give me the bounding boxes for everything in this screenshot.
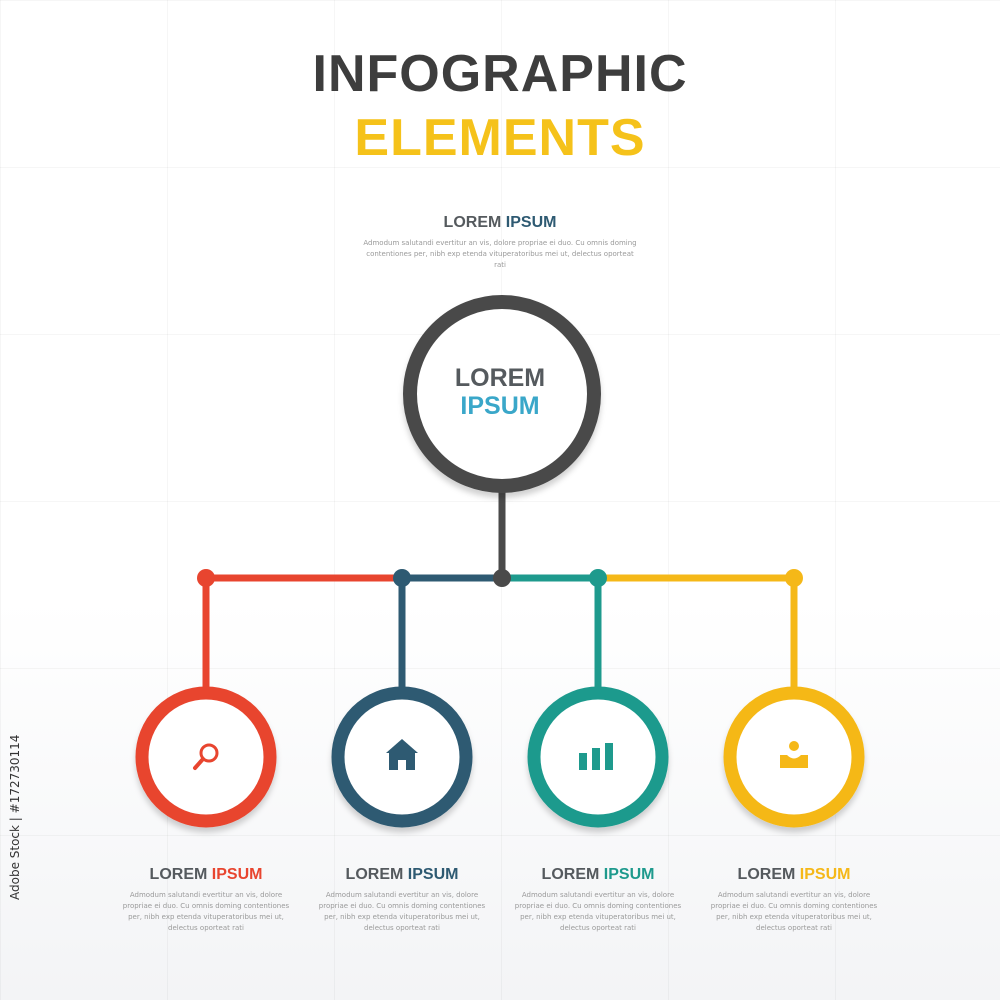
top-heading: LOREM IPSUM (360, 214, 640, 232)
node-heading-word1: LOREM (149, 866, 208, 883)
title-line-1: INFOGRAPHIC (312, 45, 688, 103)
title-line-2: ELEMENTS (354, 109, 646, 167)
node-heading: LOREM IPSUM (312, 866, 492, 884)
junction-dot-teal (589, 569, 607, 587)
node-description: Admodum salutandi evertitur an vis, dolo… (122, 891, 290, 932)
center-node-label: LOREM IPSUM (402, 364, 598, 420)
node-heading-word1: LOREM (737, 866, 796, 883)
junction-dot-navy (393, 569, 411, 587)
bar-chart-icon (579, 743, 613, 770)
top-heading-word2: IPSUM (505, 214, 557, 231)
node-heading-word1: LOREM (541, 866, 600, 883)
node-heading: LOREM IPSUM (704, 866, 884, 884)
node-label-teal: LOREM IPSUM Admodum salutandi evertitur … (508, 866, 688, 934)
node-heading-word2: IPSUM (799, 866, 851, 883)
node-heading-word2: IPSUM (407, 866, 459, 883)
home-icon (386, 739, 418, 770)
node-heading: LOREM IPSUM (116, 866, 296, 884)
junction-dot-yellow (785, 569, 803, 587)
node-label-red: LOREM IPSUM Admodum salutandi evertitur … (116, 866, 296, 934)
junction-dot-red (197, 569, 215, 587)
magnifier-icon (193, 743, 219, 770)
center-node (403, 295, 601, 493)
node-heading: LOREM IPSUM (508, 866, 688, 884)
node-description: Admodum salutandi evertitur an vis, dolo… (318, 891, 486, 932)
user-icon (780, 741, 808, 768)
node-label-yellow: LOREM IPSUM Admodum salutandi evertitur … (704, 866, 884, 934)
node-heading-word2: IPSUM (211, 866, 263, 883)
node-description: Admodum salutandi evertitur an vis, dolo… (710, 891, 878, 932)
node-heading-word1: LOREM (345, 866, 404, 883)
node-label-navy: LOREM IPSUM Admodum salutandi evertitur … (312, 866, 492, 934)
stock-watermark-id: Adobe Stock | #172730114 (8, 734, 22, 900)
node-circle-yellow (723, 686, 865, 828)
top-label: LOREM IPSUM Admodum salutandi evertitur … (360, 214, 640, 271)
top-heading-word1: LOREM (443, 214, 502, 231)
center-line-1: LOREM (454, 364, 546, 392)
top-description: Admodum salutandi evertitur an vis, dolo… (363, 239, 637, 269)
node-heading-word2: IPSUM (603, 866, 655, 883)
center-line-2: IPSUM (460, 392, 540, 420)
junction-dot-center (493, 569, 511, 587)
node-circle-red (135, 686, 277, 828)
node-description: Admodum salutandi evertitur an vis, dolo… (514, 891, 682, 932)
